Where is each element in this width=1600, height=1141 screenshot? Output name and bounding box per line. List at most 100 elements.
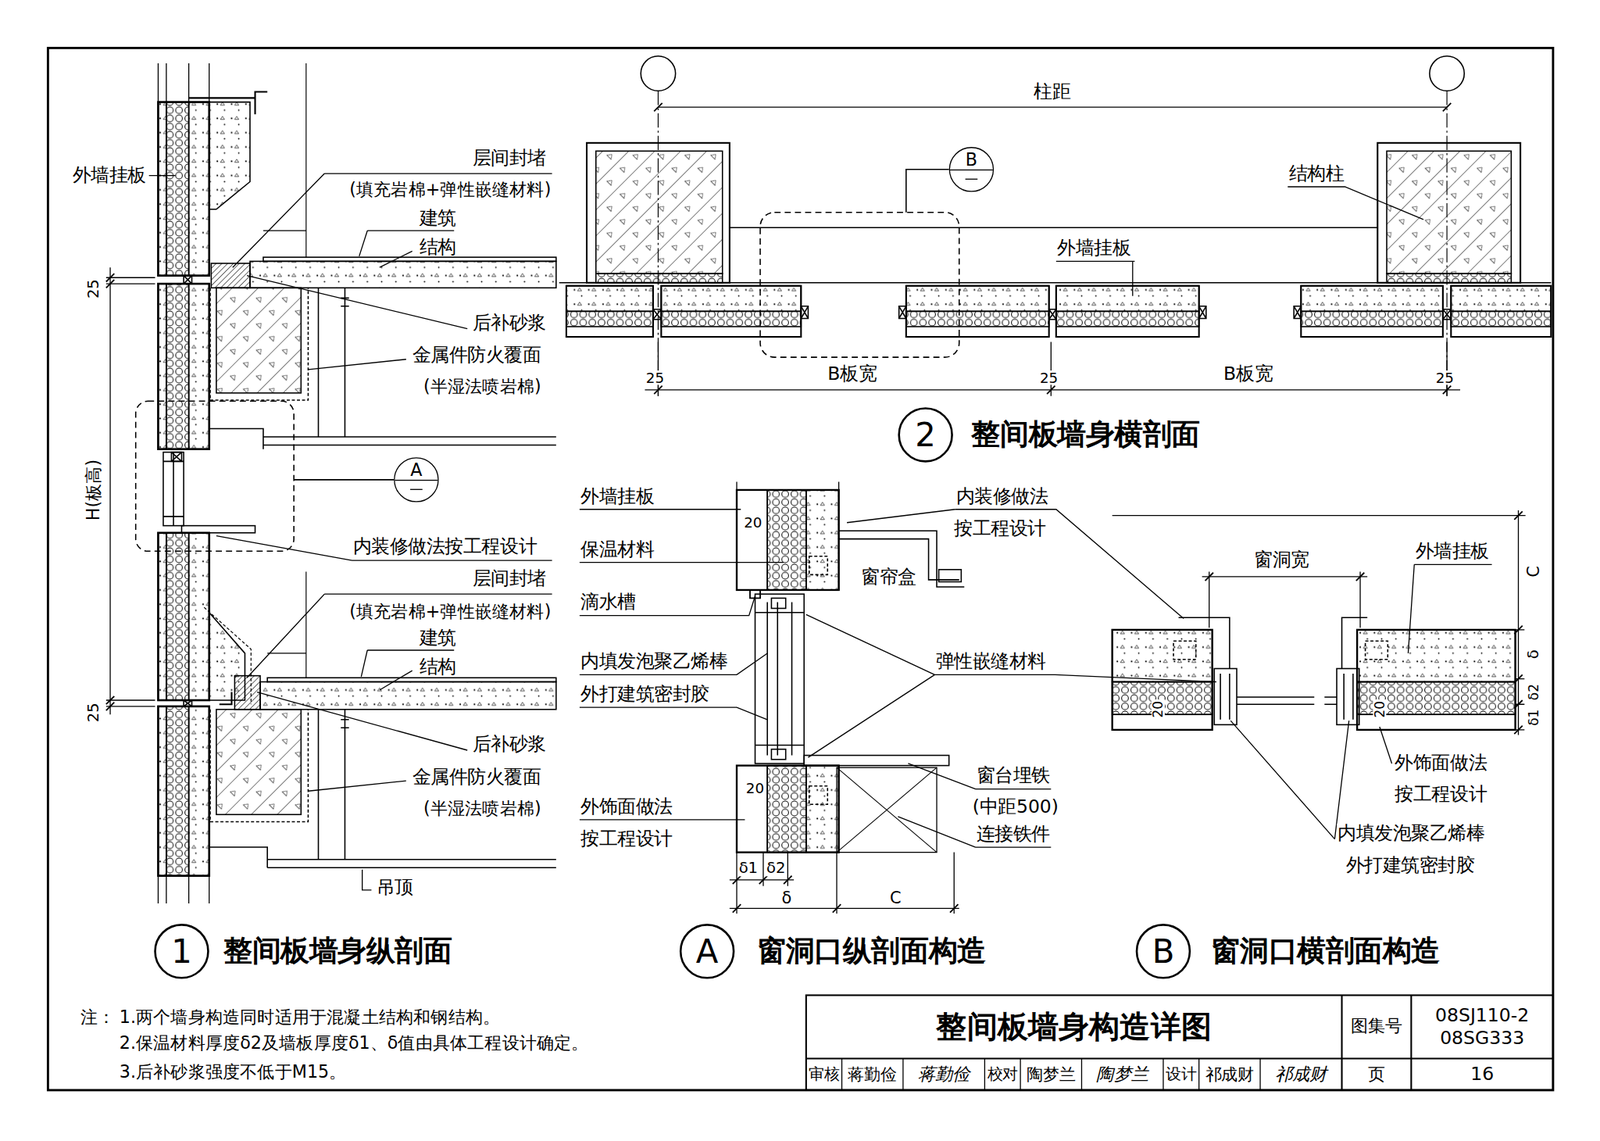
window-section-horizontal [1112, 514, 1526, 516]
part-label: 后补砂浆 [471, 734, 547, 754]
window-section-vertical [729, 879, 960, 909]
part-label: 建筑 [418, 628, 458, 648]
dimension-text: δ1 [737, 860, 759, 877]
part-label: 结构 [418, 657, 458, 676]
callout-number: A [679, 923, 736, 979]
wall-section-vertical [135, 400, 294, 551]
wall-section-vertical [157, 532, 166, 700]
index-divider [394, 479, 438, 481]
window-section-vertical [729, 481, 965, 913]
wall-section-vertical [157, 875, 209, 904]
wall-section-vertical [157, 102, 209, 276]
wall-section-vertical [163, 452, 184, 526]
window-section-vertical [736, 481, 840, 490]
wall-section-vertical [157, 706, 209, 876]
signature: 蒋勤俭 [905, 1060, 983, 1088]
note-text: 1.两个墙身构造同时适用于混凝土结构和钢结构。 [118, 1008, 502, 1026]
wall-section-vertical [210, 709, 308, 822]
wall-section-horizontal [653, 309, 661, 320]
window-section-vertical [736, 852, 954, 914]
wall-section-horizontal [1377, 142, 1521, 283]
wall-section-horizontal [800, 306, 808, 319]
window-section-vertical [771, 749, 786, 760]
dimension-text: δ2 [765, 860, 787, 877]
leader-line [897, 816, 1051, 847]
part-label: 外饰面做法 [1393, 753, 1488, 772]
dimension-text: 柱距 [1032, 82, 1072, 102]
leader-line [1379, 726, 1393, 764]
detail-index-circle: B [949, 146, 994, 192]
wall-section-horizontal [660, 285, 801, 312]
dimension-text: B板宽 [826, 364, 879, 383]
section-title-callout: 2整间板墙身横剖面 [897, 407, 1200, 463]
part-label: 金属件防火覆面 [410, 767, 542, 786]
table-cell: 图集号 [1343, 996, 1410, 1057]
sheet-frame [47, 47, 1554, 1090]
wall-section-horizontal [1442, 309, 1451, 320]
leader-line [307, 780, 406, 791]
leader-line [216, 535, 553, 561]
dimension-text: 20 [744, 780, 765, 795]
wall-section-vertical [166, 706, 190, 876]
window-section-horizontal [1205, 572, 1365, 581]
wall-section-horizontal [657, 90, 1447, 397]
wall-section-vertical [183, 700, 192, 707]
window-section-vertical [809, 785, 829, 805]
leader-line [246, 593, 553, 678]
callout-number: B [1135, 923, 1192, 979]
window-section-vertical [767, 765, 807, 853]
part-label: 吊顶 [375, 877, 415, 897]
leader-line [579, 818, 746, 820]
leader-line [1287, 186, 1424, 220]
window-section-vertical [732, 875, 959, 913]
dimension-text: 25 [644, 370, 665, 385]
wall-section-horizontal [559, 227, 1552, 283]
part-label: 内装修做法 [955, 486, 1050, 506]
part-label: (填充岩棉+弹性嵌缝材料) [348, 181, 553, 199]
table-cell: 设计 [1165, 1060, 1197, 1088]
part-label: 外墙挂板 [1056, 239, 1133, 258]
part-label: 结构 [418, 237, 458, 257]
window-section-horizontal [1514, 510, 1522, 734]
leader-line [232, 173, 553, 268]
window-section-vertical [806, 765, 840, 853]
wall-section-vertical [183, 275, 192, 284]
wall-section-horizontal [1450, 310, 1551, 327]
leader-line [579, 508, 741, 510]
section-heading: 整间板墙身横剖面 [971, 418, 1200, 450]
part-label: 窗帘盒 [860, 567, 918, 586]
window-section-vertical [736, 489, 840, 590]
dimension-text: 20 [1151, 700, 1165, 719]
wall-section-vertical [210, 263, 250, 288]
leader-line [806, 614, 1217, 758]
wall-section-vertical [216, 287, 301, 393]
part-label: 层间封堵 [471, 569, 547, 589]
wall-section-vertical [166, 102, 190, 276]
wall-section-horizontal [1049, 309, 1057, 320]
window-section-vertical [803, 755, 949, 766]
table-cell: 蒋勤俭 [843, 1060, 901, 1088]
window-section-vertical [755, 593, 805, 764]
wall-section-horizontal [596, 273, 723, 283]
window-section-horizontal [1515, 510, 1525, 735]
wall-section-horizontal [566, 310, 654, 327]
wall-section-horizontal [1199, 306, 1207, 319]
wall-section-vertical [267, 677, 557, 682]
wall-section-horizontal [1386, 273, 1511, 283]
wall-section-horizontal [660, 310, 801, 327]
wall-section-horizontal [1300, 285, 1443, 312]
leader-line [1230, 720, 1350, 840]
wall-section-horizontal [1300, 285, 1443, 337]
window-section-vertical [836, 767, 937, 852]
wall-section-vertical [163, 452, 184, 526]
signature: 祁成财 [1262, 1060, 1340, 1088]
dimension-text: 20 [1372, 700, 1386, 719]
wall-section-vertical [267, 571, 307, 678]
window-section-vertical [939, 569, 962, 583]
dimension-text: 25 [85, 701, 102, 724]
part-label: 内装修做法按工程设计 [352, 536, 539, 556]
part-label: 外饰面做法 [579, 796, 674, 816]
dimension-text: 25 [1039, 370, 1060, 385]
wall-section-vertical [318, 709, 350, 860]
